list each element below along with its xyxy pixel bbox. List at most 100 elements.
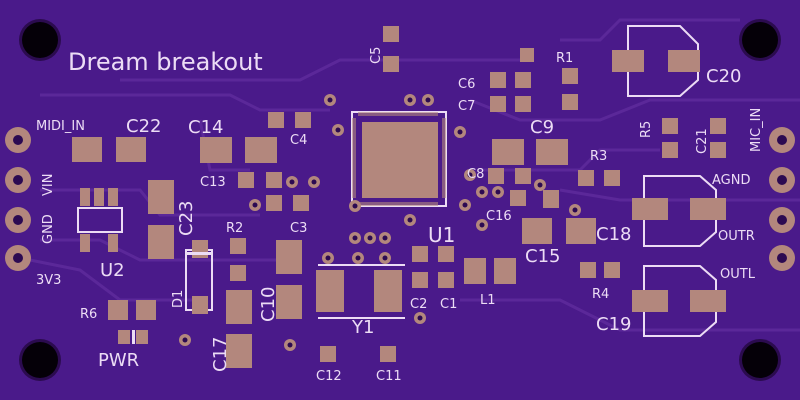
via (492, 186, 504, 198)
label-c5: C5 (369, 47, 384, 64)
via (454, 126, 466, 138)
component-c13: C13 (200, 172, 282, 190)
component-r4: R4 (580, 262, 620, 302)
label-c23: C23 (176, 201, 197, 236)
component-r5: R5 (639, 118, 678, 158)
left-header: MIDI_IN VIN GND 3V3 (5, 119, 85, 288)
component-r1: R1 (520, 48, 578, 110)
via (284, 339, 296, 351)
label-c14: C14 (188, 117, 223, 138)
component-c20: C20 (612, 25, 741, 97)
label-c9: C9 (530, 117, 554, 138)
label-gnd: GND (41, 214, 56, 244)
label-c4: C4 (290, 133, 307, 148)
component-c12: C12 (316, 346, 342, 384)
label-vin: VIN (41, 174, 56, 196)
component-r3: R3 (578, 149, 620, 186)
component-c4: C4 (268, 112, 311, 148)
label-outr: OUTR (718, 229, 755, 244)
component-c8: C8 (467, 167, 531, 184)
label-c3: C3 (290, 221, 307, 236)
component-c2: C2 (410, 246, 428, 312)
via (249, 199, 261, 211)
label-c17: C17 (210, 337, 231, 372)
label-c11: C11 (376, 369, 402, 384)
component-c6: C6 (458, 72, 531, 92)
via (349, 200, 361, 212)
via (352, 252, 364, 264)
via (379, 232, 391, 244)
component-c11: C11 (376, 346, 402, 384)
via (332, 124, 344, 136)
component-c16: C16 (486, 190, 559, 224)
via (476, 219, 488, 231)
board-title: Dream breakout (68, 48, 263, 76)
component-c21: C21 (695, 118, 726, 158)
label-c13: C13 (200, 175, 226, 190)
label-u2: U2 (100, 260, 125, 281)
via (379, 252, 391, 264)
via (286, 176, 298, 188)
component-c3: C3 (266, 195, 309, 236)
label-c1: C1 (440, 297, 457, 312)
label-midi-in: MIDI_IN (36, 119, 85, 134)
label-u1: U1 (428, 223, 455, 247)
via (569, 204, 581, 216)
label-c22: C22 (126, 116, 161, 137)
label-r3: R3 (590, 149, 607, 164)
mcu-thermal-pad (362, 122, 438, 198)
via (322, 252, 334, 264)
label-r1: R1 (556, 51, 573, 66)
label-c2: C2 (410, 297, 427, 312)
label-r6: R6 (80, 307, 97, 322)
via (534, 179, 546, 191)
component-c15: C15 (522, 218, 596, 267)
component-c22: C22 (72, 116, 161, 162)
component-d1: D1 (171, 240, 213, 314)
component-c17: C17 (210, 290, 252, 372)
label-c20: C20 (706, 66, 741, 87)
component-c7: C7 (458, 96, 531, 114)
label-r5: R5 (639, 121, 654, 138)
via (404, 94, 416, 106)
via (179, 334, 191, 346)
component-r6: R6 (80, 300, 156, 322)
right-header: MIC_IN AGND OUTR OUTL (712, 108, 795, 282)
label-r4: R4 (592, 287, 609, 302)
label-c15: C15 (525, 246, 560, 267)
label-c16: C16 (486, 209, 512, 224)
via (459, 199, 471, 211)
label-c10: C10 (258, 287, 279, 322)
label-l1: L1 (480, 293, 496, 308)
component-y1: Y1 (316, 264, 405, 338)
via (414, 312, 426, 324)
via (324, 94, 336, 106)
via (349, 232, 361, 244)
label-3v3: 3V3 (36, 273, 61, 288)
label-r2: R2 (226, 221, 243, 236)
component-c5: C5 (369, 26, 399, 72)
mcu-u1: U1 (351, 111, 455, 247)
label-d1: D1 (171, 290, 186, 308)
label-y1: Y1 (351, 317, 374, 338)
label-c21: C21 (695, 128, 710, 154)
label-c7: C7 (458, 99, 475, 114)
label-c12: C12 (316, 369, 342, 384)
pwr-led: PWR (98, 330, 148, 371)
component-l1: L1 (464, 258, 516, 308)
component-c23: C23 (148, 180, 197, 259)
via (404, 214, 416, 226)
via (308, 176, 320, 188)
mounting-holes (19, 19, 781, 381)
component-c9: C9 (492, 117, 568, 165)
component-u2: U2 (77, 188, 125, 281)
label-c19: C19 (596, 314, 631, 335)
label-c18: C18 (596, 224, 631, 245)
via (422, 94, 434, 106)
label-mic-in: MIC_IN (749, 108, 764, 152)
component-c14: C14 (188, 117, 277, 163)
via (464, 169, 476, 181)
label-outl: OUTL (720, 267, 756, 282)
label-c8: C8 (467, 167, 484, 182)
